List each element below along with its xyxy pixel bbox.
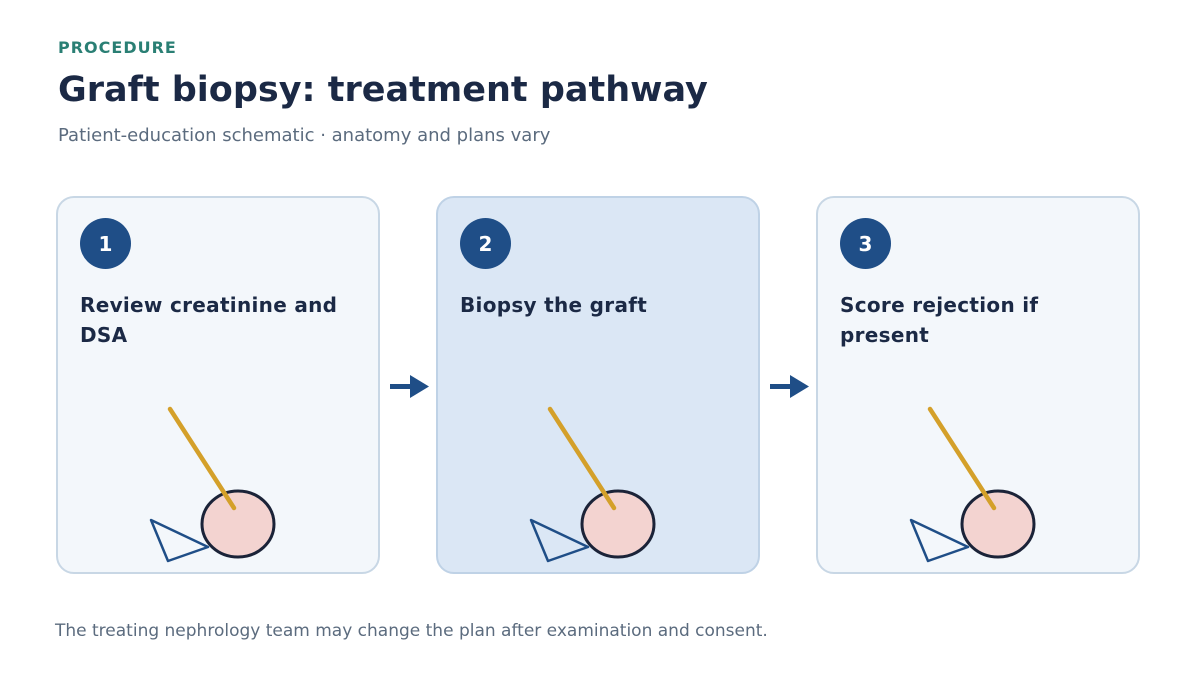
needle-icon [167,406,237,511]
arrow-right-icon [390,375,429,398]
biopsy-illustration [149,406,276,563]
biopsy-illustration [529,406,656,563]
step-label: Review creatinine and DSA [80,293,338,347]
step-card-1: 1 Review creatinine and DSA [56,196,380,574]
step-label: Score rejection if present [840,293,1039,347]
ultrasound-probe-icon [909,518,970,563]
needle-icon [547,406,617,511]
arrow-right-icon [770,375,809,398]
step-number-badge: 1 [80,218,131,269]
kidney-graft-icon [580,489,656,559]
kidney-graft-icon [960,489,1036,559]
kidney-graft-icon [200,489,276,559]
step-number-badge: 3 [840,218,891,269]
ultrasound-probe-icon [529,518,590,563]
biopsy-illustration [909,406,1036,563]
step-number-badge: 2 [460,218,511,269]
step-card-3: 3 Score rejection if present [816,196,1140,574]
step-label: Biopsy the graft [460,293,648,317]
ultrasound-probe-icon [149,518,210,563]
page-subtitle: Patient-education schematic · anatomy an… [58,125,551,146]
needle-icon [927,406,997,511]
eyebrow-label: PROCEDURE [58,38,177,57]
step-card-2: 2 Biopsy the graft [436,196,760,574]
page-title: Graft biopsy: treatment pathway [58,70,708,110]
footer-note: The treating nephrology team may change … [55,621,768,641]
